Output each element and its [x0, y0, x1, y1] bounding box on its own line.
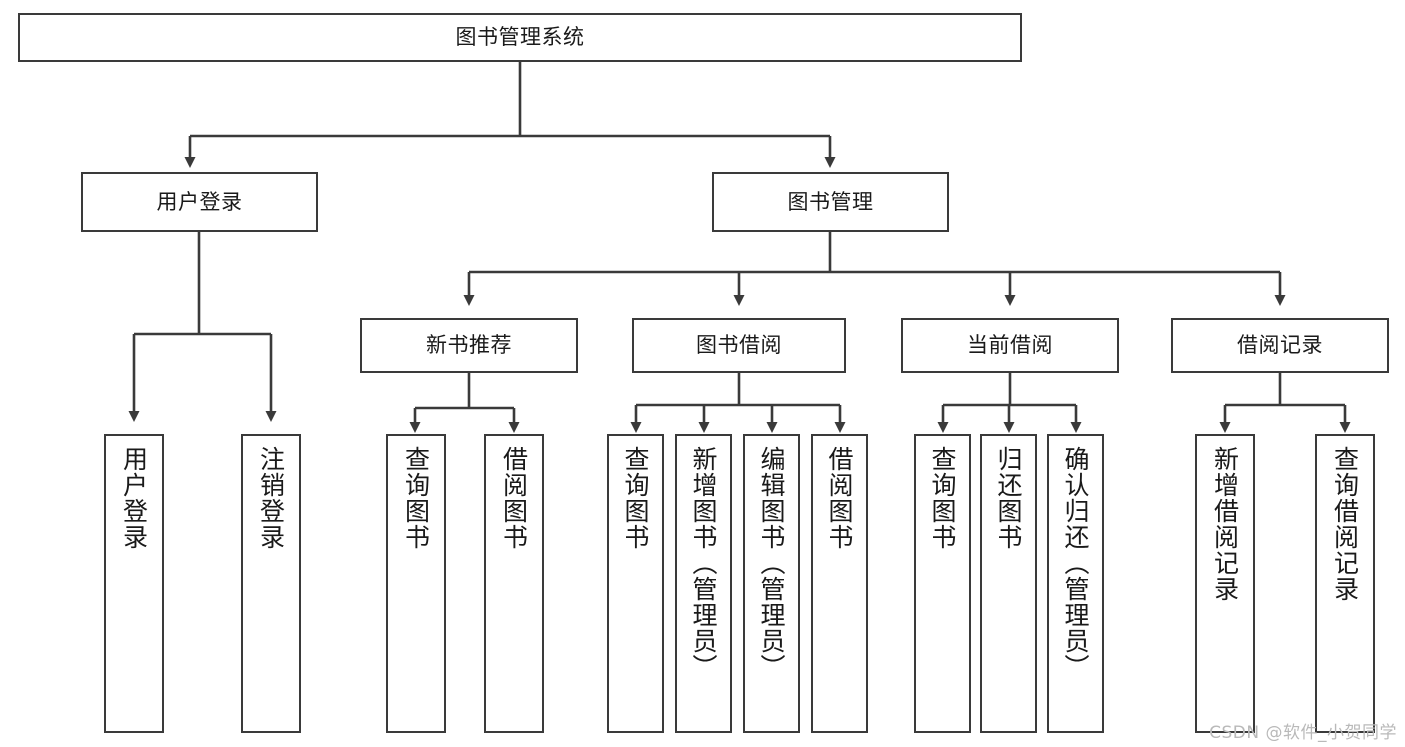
node-leaf-query-borrow-record[interactable]: 查询借阅记录 [1315, 434, 1375, 733]
node-leaf-return-book[interactable]: 归还图书 [980, 434, 1037, 733]
node-label: 确认归还（管理员） [1061, 446, 1090, 680]
node-label: 借阅记录 [1237, 333, 1323, 358]
node-book-management[interactable]: 图书管理 [712, 172, 949, 232]
node-label: 新增图书（管理员） [689, 446, 718, 680]
node-label: 图书管理 [787, 189, 874, 214]
node-book-borrow[interactable]: 图书借阅 [632, 318, 846, 373]
node-leaf-query-book-2[interactable]: 查询图书 [607, 434, 664, 733]
node-label: 编辑图书（管理员） [757, 446, 786, 680]
node-label: 图书借阅 [696, 333, 782, 358]
node-leaf-borrow-book-2[interactable]: 借阅图书 [811, 434, 868, 733]
node-label: 当前借阅 [967, 333, 1053, 358]
node-label: 用户登录 [119, 446, 149, 550]
node-label: 用户登录 [156, 189, 243, 214]
node-leaf-logout-login[interactable]: 注销登录 [241, 434, 301, 733]
node-label: 新书推荐 [426, 333, 512, 358]
node-label: 注销登录 [256, 446, 286, 550]
node-label: 归还图书 [994, 446, 1023, 550]
node-label: 借阅图书 [499, 446, 529, 550]
node-leaf-add-borrow-record[interactable]: 新增借阅记录 [1195, 434, 1255, 733]
node-leaf-borrow-book-1[interactable]: 借阅图书 [484, 434, 544, 733]
node-new-book-recommend[interactable]: 新书推荐 [360, 318, 578, 373]
node-leaf-user-login[interactable]: 用户登录 [104, 434, 164, 733]
node-leaf-add-book[interactable]: 新增图书（管理员） [675, 434, 732, 733]
node-label: 查询借阅记录 [1330, 446, 1360, 602]
node-current-borrow[interactable]: 当前借阅 [901, 318, 1119, 373]
node-label: 查询图书 [401, 446, 431, 550]
node-label: 新增借阅记录 [1210, 446, 1240, 602]
node-book-management-system[interactable]: 图书管理系统 [18, 13, 1022, 62]
node-leaf-query-book-3[interactable]: 查询图书 [914, 434, 971, 733]
node-label: 借阅图书 [825, 446, 854, 550]
node-user-login[interactable]: 用户登录 [81, 172, 318, 232]
node-label: 查询图书 [928, 446, 957, 550]
node-leaf-confirm-return[interactable]: 确认归还（管理员） [1047, 434, 1104, 733]
node-borrow-record[interactable]: 借阅记录 [1171, 318, 1389, 373]
node-label: 查询图书 [621, 446, 650, 550]
node-leaf-query-book-1[interactable]: 查询图书 [386, 434, 446, 733]
node-leaf-edit-book[interactable]: 编辑图书（管理员） [743, 434, 800, 733]
node-label: 图书管理系统 [455, 25, 585, 50]
